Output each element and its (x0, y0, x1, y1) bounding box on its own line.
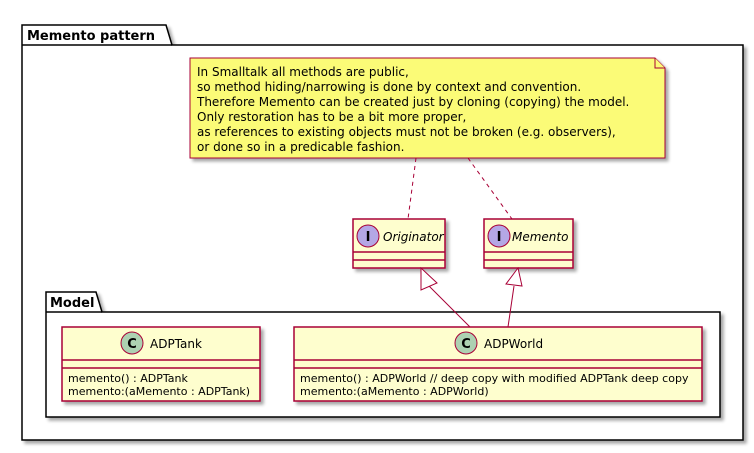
class-name: ADPTank (150, 337, 202, 351)
interface-badge-letter: I (497, 230, 502, 245)
class-badge-icon (120, 331, 144, 355)
class-adptank: C ADPTank memento() : ADPTank memento:(a… (61, 326, 261, 402)
note-line: or done so in a predicable fashion. (197, 140, 404, 154)
class-name: ADPWorld (484, 337, 543, 351)
class-method: memento() : ADPWorld // deep copy with m… (300, 372, 689, 385)
realization-memento (505, 266, 523, 328)
class-badge-letter: C (461, 337, 471, 352)
note-line: Only restoration has to be a bit more pr… (197, 110, 466, 124)
note-line: so method hiding/narrowing is done by co… (197, 80, 581, 94)
interface-badge-icon (356, 224, 380, 248)
class-method: memento:(aMemento : ADPTank) (68, 385, 250, 398)
class-adpworld: C ADPWorld memento() : ADPWorld // deep … (293, 326, 703, 402)
note-line: Therefore Memento can be created just by… (196, 95, 629, 109)
note-text: In Smalltalk all methods are public, so … (196, 65, 633, 154)
realization-originator (420, 266, 471, 328)
note-line: as references to existing objects must n… (197, 125, 616, 139)
note-line: In Smalltalk all methods are public, (197, 65, 409, 79)
note: In Smalltalk all methods are public, so … (189, 57, 666, 159)
class-method: memento:(aMemento : ADPWorld) (300, 385, 489, 398)
interface-originator: I Originator (352, 218, 446, 269)
interface-badge-icon (487, 224, 511, 248)
package-title: Memento pattern (27, 29, 155, 44)
interface-name: Originator (383, 230, 445, 244)
package-title: Model (50, 296, 94, 311)
class-badge-letter: C (127, 337, 137, 352)
interface-badge-letter: I (366, 230, 371, 245)
note-link-originator (407, 157, 417, 220)
class-badge-icon (454, 331, 478, 355)
interface-memento: I Memento (483, 218, 574, 269)
class-method: memento() : ADPTank (68, 372, 189, 385)
interface-name: Memento (512, 230, 568, 244)
